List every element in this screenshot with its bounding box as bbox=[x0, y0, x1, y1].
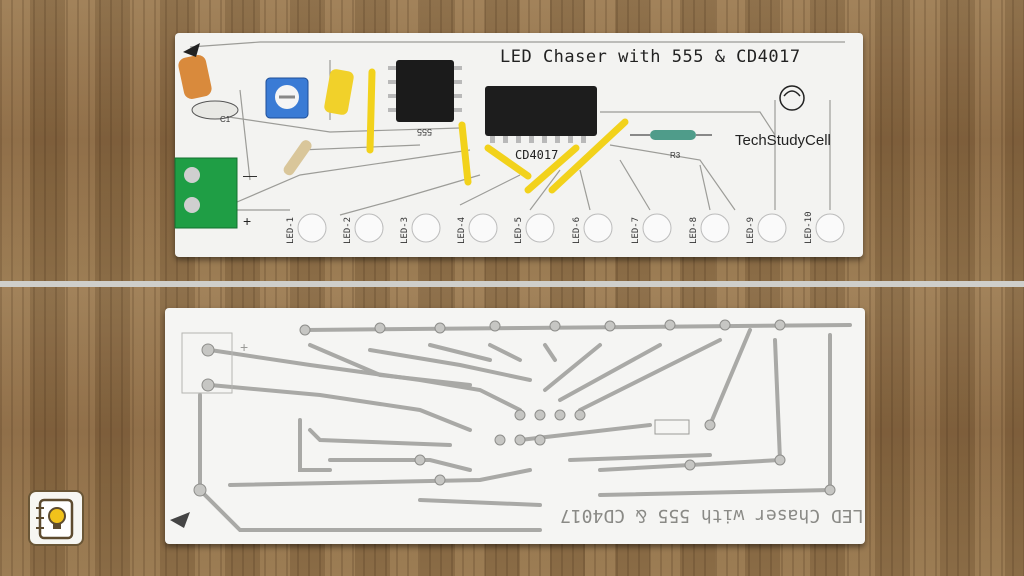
led bbox=[815, 213, 845, 243]
svg-text:C1: C1 bbox=[220, 115, 231, 124]
board-title: LED Chaser with 555 & CD4017 bbox=[500, 47, 801, 67]
led-row bbox=[297, 213, 845, 243]
led bbox=[354, 213, 384, 243]
svg-text:—: — bbox=[243, 167, 257, 183]
svg-text:R3: R3 bbox=[670, 151, 681, 160]
led bbox=[468, 213, 498, 243]
pcb-top bbox=[175, 33, 863, 257]
ic-555 bbox=[396, 60, 454, 122]
capacitor bbox=[178, 55, 212, 99]
led bbox=[525, 213, 555, 243]
led bbox=[583, 213, 613, 243]
ic-cd4017 bbox=[485, 86, 597, 136]
led bbox=[411, 213, 441, 243]
screw-terminal bbox=[174, 157, 238, 229]
divider bbox=[0, 281, 1024, 287]
mirrored-board-title: LED Chaser with 555 & CD4017 bbox=[560, 505, 864, 526]
ic-label: CD4017 bbox=[515, 148, 559, 162]
led bbox=[642, 213, 672, 243]
svg-text:+: + bbox=[243, 213, 251, 229]
led bbox=[297, 213, 327, 243]
notebook-lightbulb-icon bbox=[28, 490, 84, 546]
jumper-wires bbox=[366, 68, 629, 194]
resistor-r1 bbox=[283, 140, 312, 176]
svg-text:+: + bbox=[240, 339, 248, 355]
ceramic-capacitor bbox=[324, 69, 354, 115]
brand-name: TechStudyCell bbox=[735, 132, 831, 149]
led bbox=[700, 213, 730, 243]
led bbox=[757, 213, 787, 243]
resistor-r3 bbox=[650, 130, 696, 140]
svg-text:555: 555 bbox=[417, 127, 432, 137]
